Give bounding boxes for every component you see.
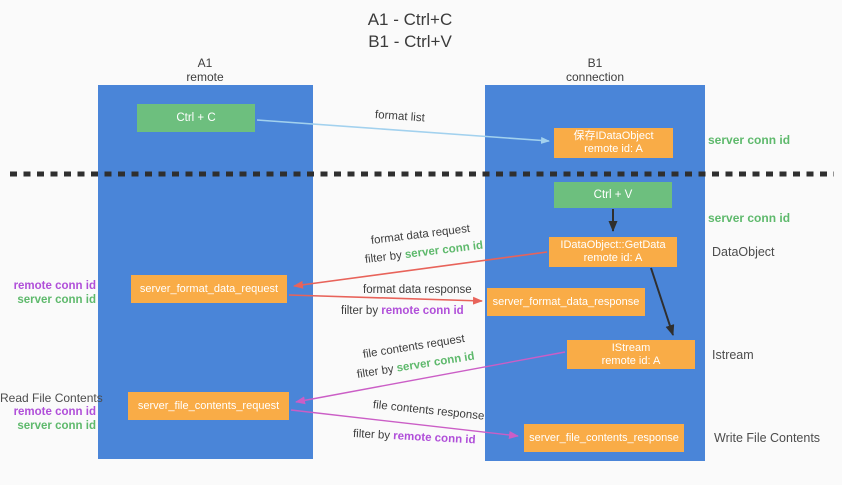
server-file-contents-request-label: server_file_contents_request <box>137 400 280 412</box>
filter-by-prefix: filter by <box>364 249 406 266</box>
server-conn-id-annotation: server conn id <box>17 294 96 306</box>
ctrl-v-node: Ctrl + V <box>554 182 672 208</box>
getdata-line1: IDataObject::GetData <box>560 239 666 251</box>
filter-by-remote-conn-label-1: filter by remote conn id <box>341 305 464 317</box>
server-file-contents-request-node: server_file_contents_request <box>128 392 289 420</box>
write-file-contents-annotation: Write File Contents <box>714 431 821 445</box>
column-b1-header: B1 connection <box>540 56 650 84</box>
read-file-contents-annotation-block: Read File Contents remote conn id server… <box>0 391 103 433</box>
remote-conn-id-text: remote conn id <box>381 305 464 317</box>
read-file-contents-annotation: Read File Contents <box>0 391 103 405</box>
format-list-label: format list <box>374 109 426 125</box>
server-conn-id-text: server conn id <box>395 350 476 375</box>
istream-node: IStream remote id: A <box>567 340 695 369</box>
save-idataobject-line1: 保存IDataObject <box>573 130 654 142</box>
title-line-2: B1 - Ctrl+V <box>368 32 452 51</box>
column-a1-name: A1 <box>197 56 213 70</box>
filter-by-prefix: filter by <box>352 428 394 443</box>
column-a1-header: A1 remote <box>150 56 260 84</box>
column-b1-subtitle: connection <box>565 70 625 84</box>
page-title: A1 - Ctrl+C B1 - Ctrl+V <box>310 9 510 53</box>
server-file-contents-response-node: server_file_contents_response <box>524 424 684 452</box>
server-conn-id-annotation-mid: server conn id <box>708 211 791 225</box>
conn-id-annotation-left-top: remote conn id server conn id <box>0 279 96 307</box>
filter-by-remote-conn-label-2: filter by remote conn id <box>353 428 476 446</box>
istream-annotation: Istream <box>712 348 754 362</box>
server-format-data-request-node: server_format_data_request <box>131 275 287 303</box>
save-idataobject-node: 保存IDataObject remote id: A <box>554 128 673 158</box>
server-format-data-response-node: server_format_data_response <box>487 288 645 316</box>
save-idataobject-line2: remote id: A <box>584 143 643 155</box>
filter-by-prefix: filter by <box>356 362 398 381</box>
ctrl-c-label: Ctrl + C <box>176 112 216 124</box>
istream-line2: remote id: A <box>601 354 661 367</box>
getdata-node: IDataObject::GetData remote id: A <box>549 237 677 267</box>
server-format-data-request-label: server_format_data_request <box>139 283 279 295</box>
istream-line1: IStream <box>611 341 651 354</box>
ctrl-c-node: Ctrl + C <box>137 104 255 132</box>
dataobject-annotation: DataObject <box>712 245 775 259</box>
getdata-line2: remote id: A <box>583 252 643 264</box>
server-conn-id-text: server conn id <box>404 239 484 262</box>
title-line-1: A1 - Ctrl+C <box>367 10 453 29</box>
server-conn-id-annotation-top: server conn id <box>708 133 791 147</box>
column-a1-subtitle: remote <box>186 70 224 84</box>
filter-by-prefix: filter by <box>341 305 382 317</box>
remote-conn-id-annotation: remote conn id <box>13 280 96 292</box>
remote-conn-id-text: remote conn id <box>392 430 476 447</box>
column-b1-name: B1 <box>587 56 603 70</box>
server-format-data-response-label: server_format_data_response <box>492 296 640 308</box>
server-file-contents-response-label: server_file_contents_response <box>529 432 679 444</box>
file-contents-response-label: file contents response <box>372 399 485 423</box>
remote-conn-id-annotation: remote conn id <box>13 406 96 418</box>
ctrl-v-label: Ctrl + V <box>593 189 633 201</box>
server-conn-id-annotation: server conn id <box>17 420 96 432</box>
format-data-response-label: format data response <box>363 284 472 296</box>
